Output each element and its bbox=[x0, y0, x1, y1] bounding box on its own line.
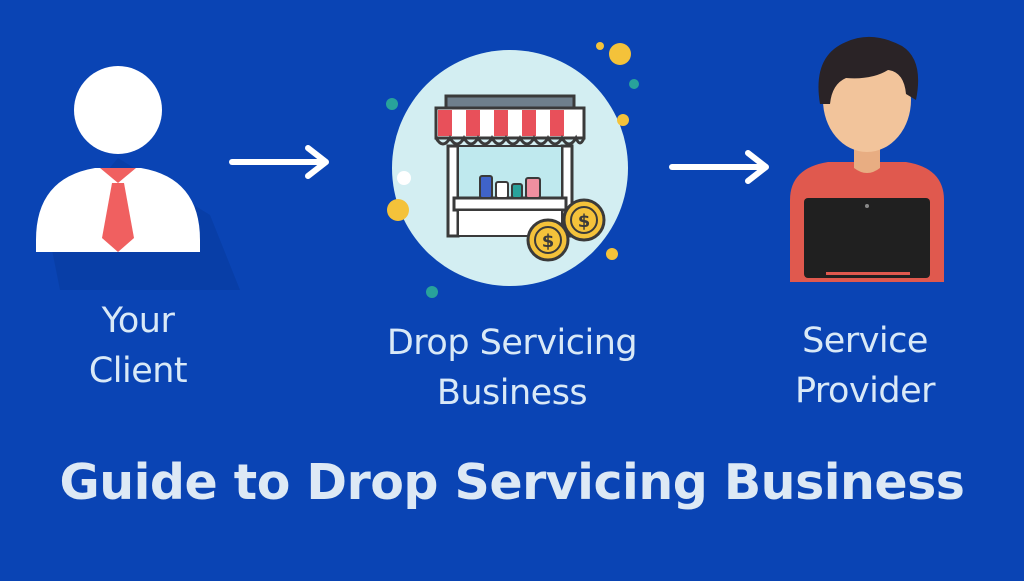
svg-text:$: $ bbox=[542, 231, 555, 252]
arrow-business-to-provider bbox=[669, 150, 769, 184]
node-label-line: Drop Servicing bbox=[386, 323, 638, 363]
coin-icon: $ bbox=[526, 218, 570, 262]
person-with-tie-icon bbox=[36, 66, 240, 290]
arrow-client-to-business bbox=[229, 145, 329, 179]
svg-text:$: $ bbox=[578, 211, 591, 232]
node-label-business: Drop Servicing Business bbox=[352, 318, 672, 418]
node-label-line: Business bbox=[436, 373, 588, 413]
coin-icon: $ bbox=[562, 198, 606, 242]
node-label-provider: Service Provider bbox=[760, 316, 970, 416]
node-label-client: Your Client bbox=[40, 296, 236, 396]
person-at-laptop-icon bbox=[790, 36, 944, 282]
node-label-line: Client bbox=[88, 351, 188, 391]
node-label-line: Provider bbox=[794, 371, 936, 411]
shop-stall-icon: $ $ bbox=[386, 42, 639, 298]
page-title: Guide to Drop Servicing Business bbox=[59, 454, 965, 511]
node-label-line: Your bbox=[101, 301, 175, 341]
node-label-line: Service bbox=[802, 321, 928, 361]
